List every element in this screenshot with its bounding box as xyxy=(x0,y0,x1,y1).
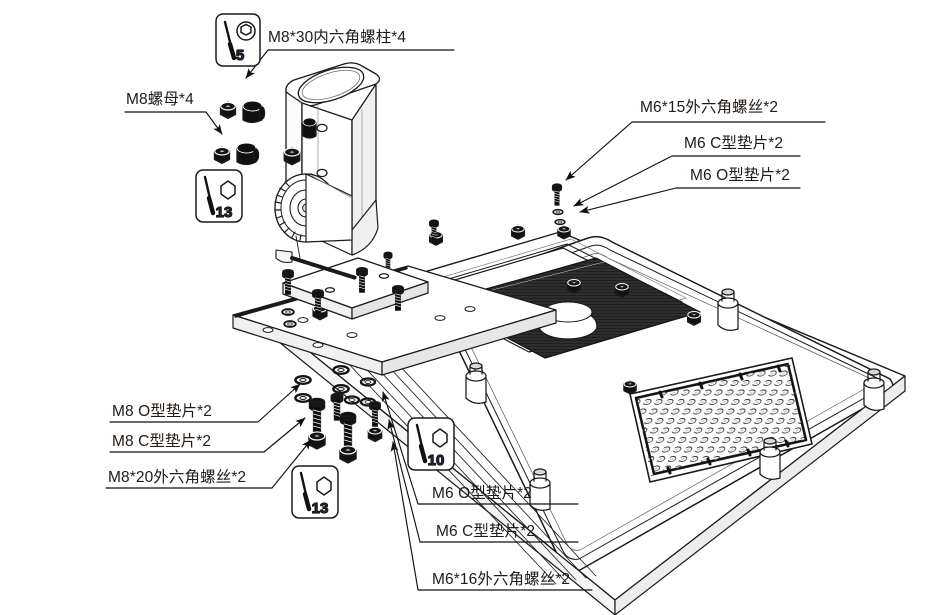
callout-m8-30-socket-post: M8*30内六角螺柱*4 xyxy=(268,29,407,46)
tool-badge-size: 5 xyxy=(236,47,244,64)
hex-nut-icon xyxy=(432,428,448,448)
callout-m6-c-washer-bottom: M6 C型垫片*2 xyxy=(436,523,536,540)
deck-fastener xyxy=(623,380,637,395)
callout-m6-15-hex-bolt: M6*15外六角螺丝*2 xyxy=(640,99,779,116)
hex-nut-icon xyxy=(316,476,332,496)
deck-fastener xyxy=(510,224,526,240)
motor-subplate xyxy=(281,257,429,328)
hex-wrench-icon xyxy=(203,175,216,216)
callout-m8-o-washer: M8 O型垫片*2 xyxy=(112,403,212,420)
deck-fastener xyxy=(614,282,630,298)
deck-fastener xyxy=(566,278,582,294)
tool-badge-allen-key-5: 5 xyxy=(215,13,261,67)
hex-socket-icon xyxy=(236,21,256,41)
callout-m6-c-washer-top: M6 C型垫片*2 xyxy=(684,135,784,152)
corner-bracket xyxy=(863,368,885,411)
callout-m6-o-washer-top: M6 O型垫片*2 xyxy=(690,167,790,184)
tool-badge-wrench-13-bottom: 13 xyxy=(291,465,339,519)
tool-badge-wrench-13-top: 13 xyxy=(195,169,243,223)
hex-wrench-icon xyxy=(415,423,428,464)
callout-m8-c-washer: M8 C型垫片*2 xyxy=(112,433,212,450)
tool-badge-size: 13 xyxy=(216,204,233,221)
leader-lines xyxy=(105,49,826,591)
hex-nut-icon xyxy=(220,180,236,200)
allen-key-icon xyxy=(223,20,237,61)
tool-badge-size: 13 xyxy=(312,500,329,517)
corner-bracket xyxy=(717,288,739,331)
corner-bracket xyxy=(465,362,487,404)
callout-m8-20-hex-bolt: M8*20外六角螺丝*2 xyxy=(108,469,247,486)
corner-bracket xyxy=(529,468,551,511)
callout-m6-o-washer-bottom: M6 O型垫片*2 xyxy=(432,485,532,502)
callout-m6-16-hex-bolt: M6*16外六角螺丝*2 xyxy=(432,571,571,588)
tool-badge-size: 10 xyxy=(428,452,445,469)
deck-fastener xyxy=(686,310,702,326)
m6-bolt-on-deck xyxy=(551,183,571,240)
installed-post xyxy=(302,117,317,139)
motor-housing xyxy=(274,62,381,280)
tool-badge-wrench-10: 10 xyxy=(407,417,455,471)
drive-pulley xyxy=(274,173,353,243)
hex-wrench-icon xyxy=(299,471,312,512)
callout-m8-nut: M8螺母*4 xyxy=(126,91,194,108)
corner-bracket xyxy=(759,437,781,480)
loose-hardware-top xyxy=(213,100,266,166)
